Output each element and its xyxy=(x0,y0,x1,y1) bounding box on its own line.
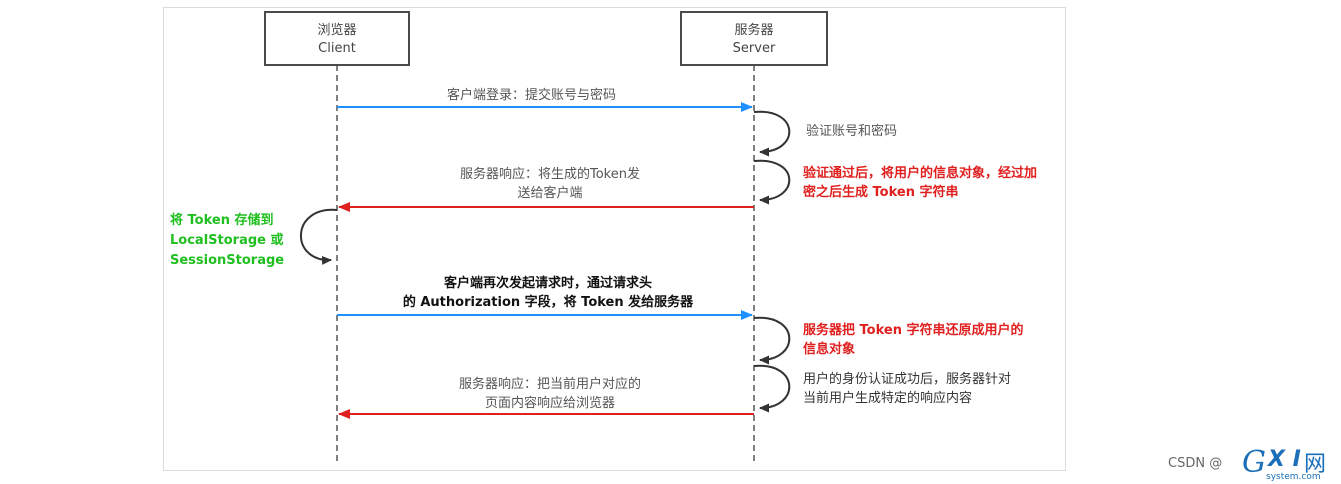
server-subtitle: Server xyxy=(732,41,776,56)
server-self-loop-4 xyxy=(753,364,791,413)
watermark-logo-g: G xyxy=(1242,445,1266,480)
auth-request-label: 客户端再次发起请求时，通过请求头 的 Authorization 字段，将 To… xyxy=(402,276,694,310)
server-box: 服务器 Server xyxy=(680,11,828,66)
response-generate-note: 用户的身份认证成功后，服务器针对 当前用户生成特定的响应内容 xyxy=(803,372,1012,406)
watermark: CSDN @ G X I 网 system.com xyxy=(1168,445,1338,482)
client-title: 浏览器 xyxy=(317,23,357,38)
server-self-loop-3 xyxy=(753,316,791,365)
watermark-logo-xi: X I xyxy=(1268,447,1301,472)
token-generate-note: 验证通过后，将用户的信息对象，经过加 密之后生成 Token 字符串 xyxy=(803,166,1038,200)
client-self-loop xyxy=(300,208,338,265)
content-response-label: 服务器响应：把当前用户对应的 页面内容响应给浏览器 xyxy=(458,377,641,411)
server-title: 服务器 xyxy=(734,23,774,38)
watermark-csdn: CSDN @ xyxy=(1168,456,1223,471)
client-subtitle: Client xyxy=(318,41,356,56)
login-request-label: 客户端登录：提交账号与密码 xyxy=(447,88,617,103)
server-self-loop-1 xyxy=(753,110,791,157)
watermark-logo-wang: 网 xyxy=(1304,452,1327,477)
watermark-domain: system.com xyxy=(1266,472,1321,482)
diagram-frame xyxy=(163,7,1066,471)
server-self-loop-2 xyxy=(753,159,791,205)
token-response-label: 服务器响应：将生成的Token发 送给客户端 xyxy=(460,167,640,201)
client-box: 浏览器 Client xyxy=(264,11,410,66)
store-token-note: 将 Token 存储到 LocalStorage 或 SessionStorag… xyxy=(170,213,285,268)
verify-account-label: 验证账号和密码 xyxy=(806,124,898,139)
token-decode-note: 服务器把 Token 字符串还原成用户的 信息对象 xyxy=(803,323,1024,357)
